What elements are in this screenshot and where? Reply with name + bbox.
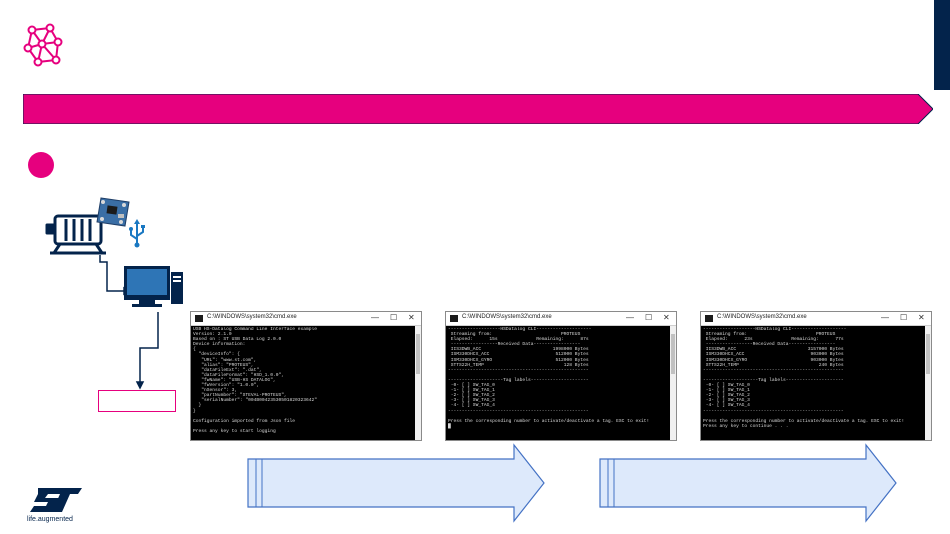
flow-arrow-1 bbox=[247, 443, 545, 523]
window-title-bar[interactable]: C:\WINDOWS\system32\cmd.exe — ☐ ✕ bbox=[191, 312, 421, 326]
network-hub-icon bbox=[23, 23, 63, 67]
electric-motor-icon bbox=[45, 214, 106, 255]
desktop-computer-icon bbox=[124, 266, 183, 307]
maximize-button[interactable]: ☐ bbox=[390, 313, 398, 322]
console-output: -------------------HSDatalog CLI--------… bbox=[703, 327, 905, 429]
scrollbar-thumb[interactable] bbox=[926, 334, 930, 374]
scrollbar-thumb[interactable] bbox=[671, 334, 675, 374]
console-icon bbox=[450, 315, 458, 322]
window-title-bar[interactable]: C:\WINDOWS\system32\cmd.exe — ☐ ✕ bbox=[701, 312, 931, 326]
corner-tab bbox=[934, 0, 950, 90]
scrollbar[interactable] bbox=[670, 326, 676, 440]
close-button[interactable]: ✕ bbox=[918, 313, 925, 322]
maximize-button[interactable]: ☐ bbox=[645, 313, 653, 322]
minimize-button[interactable]: — bbox=[371, 313, 379, 322]
minimize-button[interactable]: — bbox=[626, 313, 634, 322]
st-logo bbox=[30, 488, 82, 512]
maximize-button[interactable]: ☐ bbox=[900, 313, 908, 322]
step-circle bbox=[28, 152, 54, 178]
usb-icon bbox=[129, 219, 145, 248]
flow-arrow-2 bbox=[599, 443, 897, 523]
console-output: USB HS-Datalog Command Line Interface ex… bbox=[193, 327, 318, 434]
console-icon bbox=[195, 315, 203, 322]
output-file-box bbox=[98, 390, 176, 412]
console-output: -------------------HSDatalog CLI--------… bbox=[448, 327, 650, 429]
scrollbar[interactable] bbox=[925, 326, 931, 440]
sensor-board-icon bbox=[96, 197, 130, 227]
close-button[interactable]: ✕ bbox=[408, 313, 415, 322]
window-title: C:\WINDOWS\system32\cmd.exe bbox=[207, 314, 297, 320]
window-title: C:\WINDOWS\system32\cmd.exe bbox=[462, 314, 552, 320]
cmd-window-3[interactable]: C:\WINDOWS\system32\cmd.exe — ☐ ✕ ------… bbox=[700, 311, 932, 441]
minimize-button[interactable]: — bbox=[881, 313, 889, 322]
console-icon bbox=[705, 315, 713, 322]
logo-tagline: life.augmented bbox=[27, 516, 73, 523]
scrollbar-thumb[interactable] bbox=[416, 334, 420, 374]
cmd-window-2[interactable]: C:\WINDOWS\system32\cmd.exe — ☐ ✕ ------… bbox=[445, 311, 677, 441]
close-button[interactable]: ✕ bbox=[663, 313, 670, 322]
window-title-bar[interactable]: C:\WINDOWS\system32\cmd.exe — ☐ ✕ bbox=[446, 312, 676, 326]
scrollbar[interactable] bbox=[415, 326, 421, 440]
header-banner bbox=[23, 94, 933, 124]
window-title: C:\WINDOWS\system32\cmd.exe bbox=[717, 314, 807, 320]
cmd-window-1[interactable]: C:\WINDOWS\system32\cmd.exe — ☐ ✕ USB HS… bbox=[190, 311, 422, 441]
